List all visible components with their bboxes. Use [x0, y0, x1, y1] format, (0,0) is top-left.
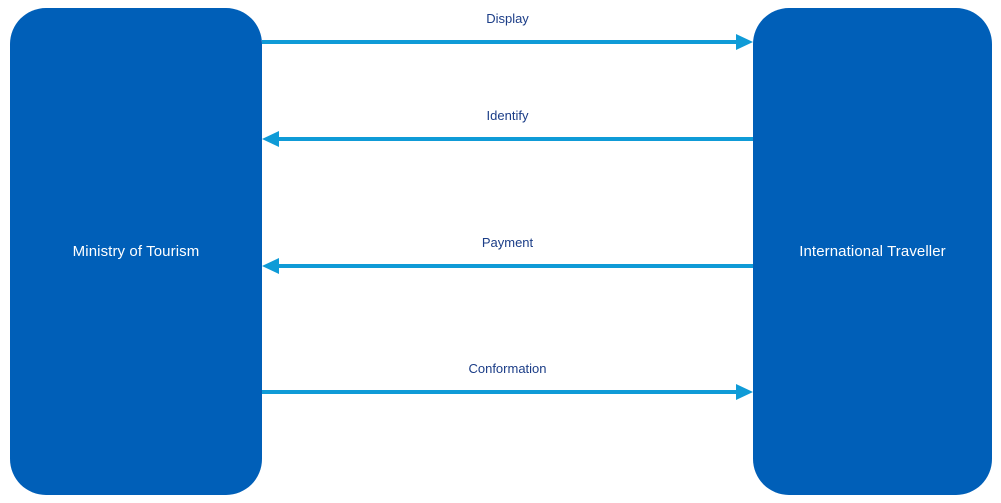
- message-label-identify: Identify: [486, 108, 529, 123]
- actor-label-international-traveller: International Traveller: [799, 242, 946, 260]
- message-display[interactable]: Display: [262, 11, 753, 51]
- arrow-right-icon: [262, 34, 753, 50]
- actor-box-ministry-of-tourism[interactable]: Ministry of Tourism: [10, 8, 262, 495]
- arrow-left-icon: [262, 131, 753, 147]
- message-label-display: Display: [486, 11, 529, 26]
- arrow-left-icon: [262, 258, 753, 274]
- actor-box-international-traveller[interactable]: International Traveller: [753, 8, 992, 495]
- message-label-payment: Payment: [481, 235, 534, 250]
- actor-label-ministry-of-tourism: Ministry of Tourism: [72, 242, 200, 260]
- arrow-right-icon: [262, 384, 753, 400]
- message-conformation[interactable]: Conformation: [262, 361, 753, 401]
- message-label-conformation: Conformation: [468, 361, 547, 376]
- message-payment[interactable]: Payment: [262, 235, 753, 275]
- message-identify[interactable]: Identify: [262, 108, 753, 148]
